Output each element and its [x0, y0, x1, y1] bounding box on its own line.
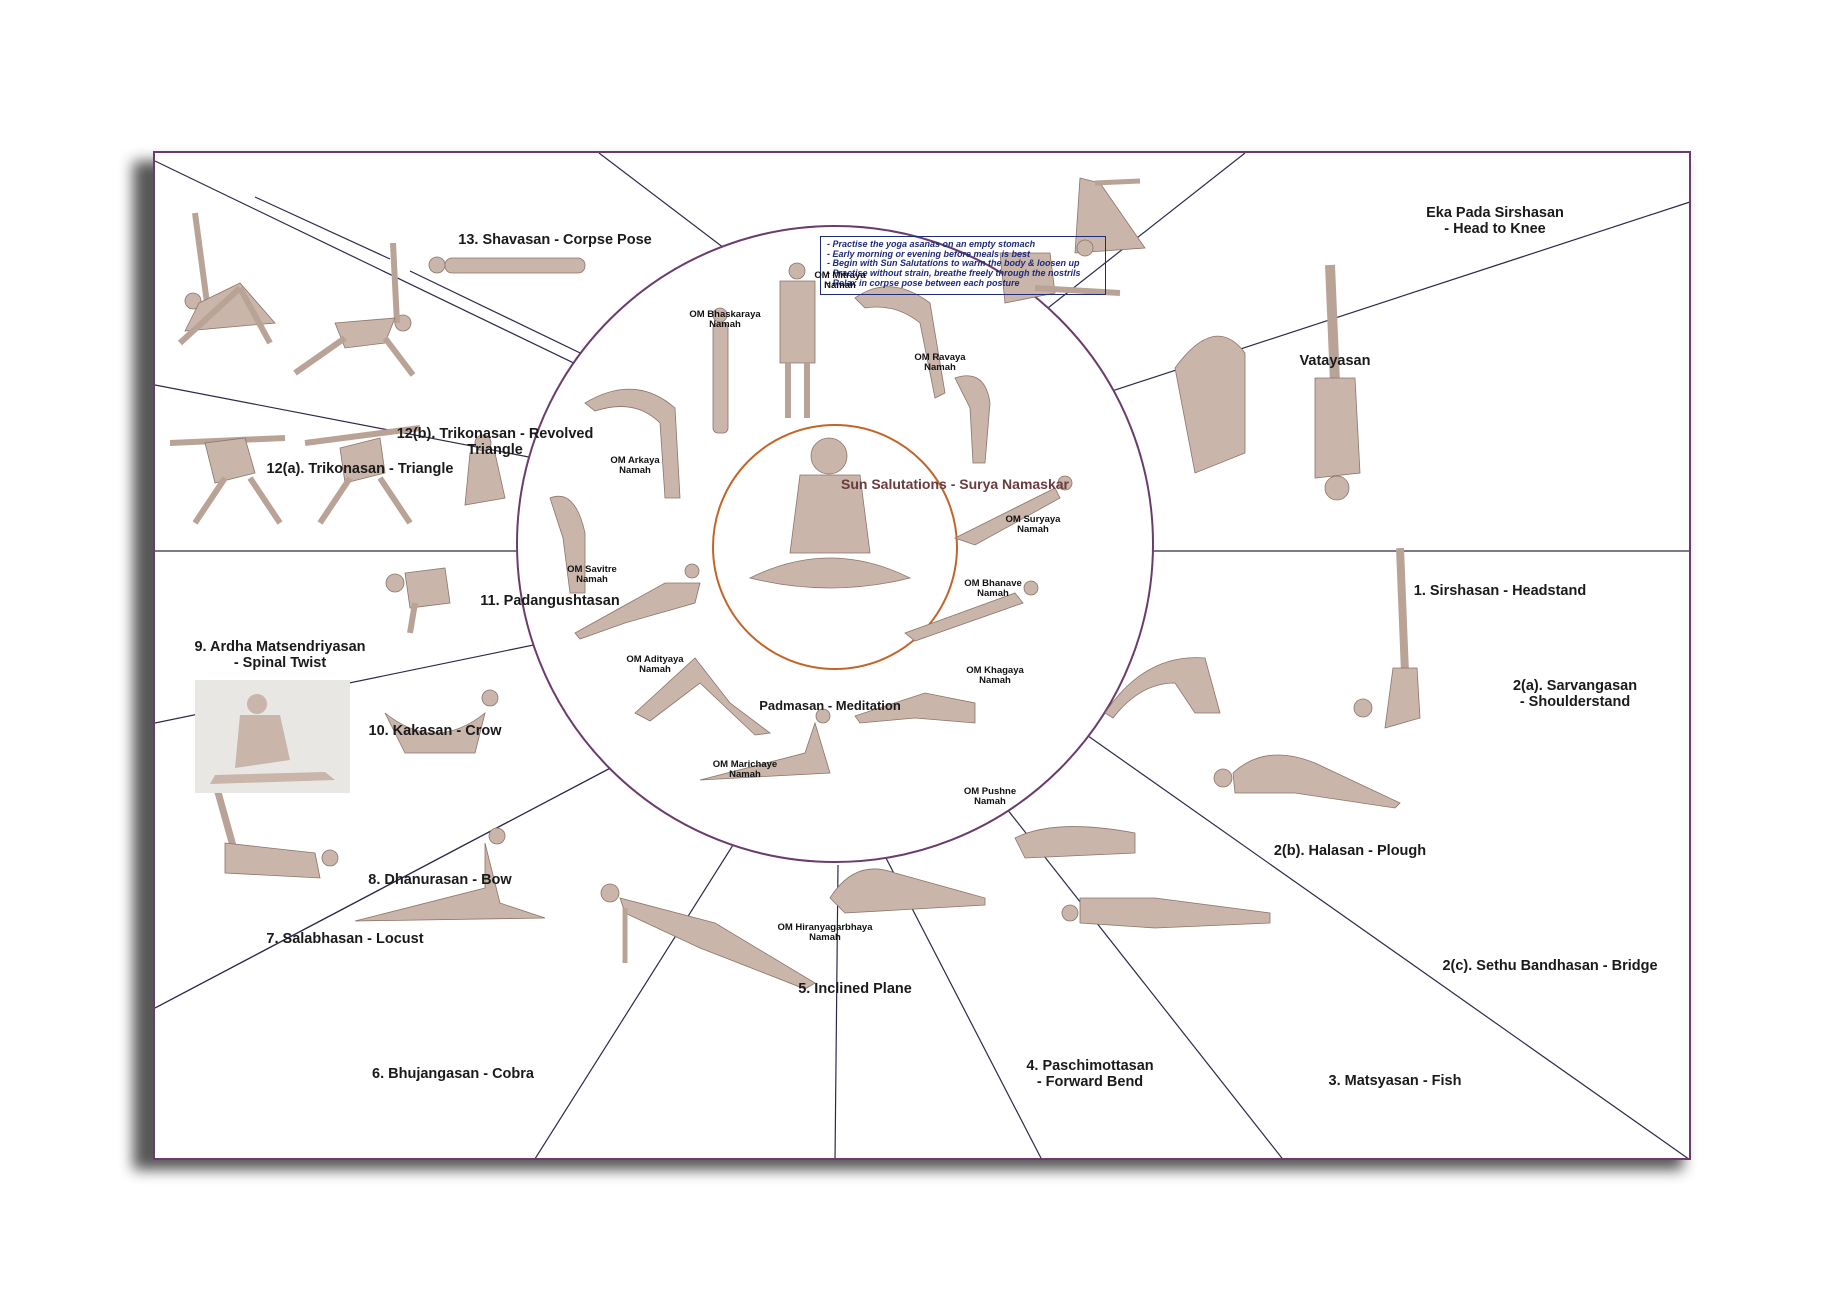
mantra-label: OM Khagaya Namah: [966, 665, 1024, 686]
pose-label-salabhasan: 7. Salabhasan - Locust: [266, 931, 424, 947]
sun-figure-bhaskaraya: [712, 307, 729, 434]
sarvangasan-figure: [1353, 547, 1421, 729]
eka-pada-sirshasan-figure: [1074, 177, 1146, 257]
mantra-label: OM Bhanave Namah: [964, 578, 1022, 599]
pose-label-shavasan: 13. Shavasan - Corpse Pose: [458, 232, 652, 248]
divider-line: [254, 196, 391, 260]
dhanurasan-figure: [384, 689, 499, 754]
divider-line: [534, 825, 746, 1158]
pose-label-inclined-plane: 5. Inclined Plane: [798, 981, 912, 997]
pose-label-trikonasan-triangle: 12(a). Trikonasan - Triangle: [266, 461, 454, 477]
kakasan-figure: [385, 567, 451, 634]
mantra-label: OM Mitraya Namah: [814, 270, 866, 291]
pose-label-paschimottasan: 4. Paschimottasan - Forward Bend: [1026, 1058, 1154, 1090]
tip-text: - Early morning or evening before meals …: [827, 248, 1031, 259]
tip-text: - Practise without strain, breathe freel…: [827, 268, 1081, 279]
tip-text: - Begin with Sun Salutations to warm the…: [827, 258, 1080, 269]
sun-figure-hiranyagarbhaya: [699, 708, 831, 781]
shavasan-figure: [428, 256, 586, 274]
tip-text: - Practise the yoga asanas on an empty s…: [827, 239, 1036, 249]
matsyasan-figure-2: [1061, 897, 1271, 929]
pose-label-ardha-matsendriyasan: 9. Ardha Matsendriyasan - Spinal Twist: [194, 639, 366, 671]
mantra-label: OM Suryaya Namah: [1005, 514, 1061, 535]
pose-label-bhujangasan: 6. Bhujangasan - Cobra: [372, 1066, 534, 1082]
pose-label-trikonasan-revolved: 12(b). Trikonasan - Revolved Triangle: [396, 426, 594, 458]
sun-salutation-title: Sun Salutations - Surya Namaskar: [841, 476, 1069, 492]
mantra-label: OM Adityaya Namah: [626, 654, 684, 675]
divider-line: [954, 742, 1283, 1158]
inclined-plane-figure: [600, 883, 816, 990]
trikonasan-triangle-figure-2: [304, 425, 421, 525]
sethu-bandhasan-figure: [1213, 754, 1401, 809]
sun-figure-savitre: [549, 495, 586, 594]
tip-text: - Relax in corpse pose between each post…: [827, 277, 1020, 288]
trikonasan-revolved-figure-2: [293, 242, 416, 377]
trikonasan-revolved-figure-1: [177, 212, 276, 346]
pose-label-sethu-bandhasan: 2(c). Sethu Bandhasan - Bridge: [1442, 958, 1658, 974]
bhujangasan-figure: [354, 827, 546, 922]
divider-line: [1059, 201, 1689, 409]
pose-label-kakasan: 10. Kakasan - Crow: [368, 723, 502, 739]
trikonasan-triangle-figure-1: [169, 435, 286, 525]
mantra-label: OM Pushne Namah: [963, 786, 1017, 807]
pose-label-padangushtasan: 11. Padangushtasan: [480, 593, 620, 609]
divider-line: [155, 733, 676, 1009]
spinal-twist-photo: [195, 680, 350, 793]
padangushtasan-figure: [464, 434, 506, 506]
sun-figure-pushne: [854, 692, 976, 724]
sirshasan-figure-2: [1314, 264, 1361, 501]
mantra-label: OM Ravaya Namah: [914, 352, 966, 373]
pose-label-sarvangasan: 2(a). Sarvangasan - Shoulderstand: [1512, 678, 1638, 710]
pose-label-matsyasan: 3. Matsyasan - Fish: [1328, 1073, 1462, 1089]
pose-label-vatayasan: Vatayasan: [1299, 353, 1371, 369]
divider-line: [1036, 699, 1689, 1158]
paschimottasan-figure: [829, 868, 986, 914]
practice-tips-box: - Practise the yoga asanas on an empty s…: [820, 236, 1106, 295]
sun-figure-adityaya: [574, 563, 701, 640]
divider-lines: [155, 153, 1689, 1158]
sun-figure-bhanave: [953, 475, 1073, 546]
pose-label-eka-pada-sirshasan: Eka Pada Sirshasan - Head to Knee: [1426, 205, 1564, 237]
sun-figure-ravaya: [854, 286, 946, 399]
sun-figure-suryaya: [954, 375, 991, 464]
mantra-label: OM Arkaya Namah: [610, 455, 660, 476]
mantra-label: OM Bhaskaraya Namah: [689, 309, 761, 330]
padmasan-figure: [748, 437, 912, 589]
mantra-label: OM Marichaye Namah: [712, 759, 778, 780]
pose-label-sirshasan: 1. Sirshasan - Headstand: [1413, 583, 1587, 599]
matsyasan-figure-1: [1014, 826, 1136, 859]
yoga-poster: - Practise the yoga asanas on an empty s…: [153, 151, 1691, 1160]
sun-figure-mitraya: [779, 262, 816, 418]
mantra-label: OM Hiranyagarbhaya Namah: [777, 922, 873, 943]
sun-figure-khagaya: [904, 580, 1039, 642]
sun-figure-arkaya: [584, 388, 681, 499]
pose-label-halasan: 2(b). Halasan - Plough: [1273, 843, 1427, 859]
halasan-figure: [1104, 657, 1221, 719]
pose-label-dhanurasan: 8. Dhanurasan - Bow: [368, 872, 512, 888]
divider-line: [834, 864, 839, 1158]
center-pose-label: Padmasan - Meditation: [759, 698, 901, 713]
ardha-matsendriyasan-figure: [210, 694, 335, 784]
sirshasan-figure-1: [1174, 335, 1246, 474]
sun-figure-marichaye: [634, 657, 772, 736]
mantra-label: OM Savitre Namah: [567, 564, 617, 585]
